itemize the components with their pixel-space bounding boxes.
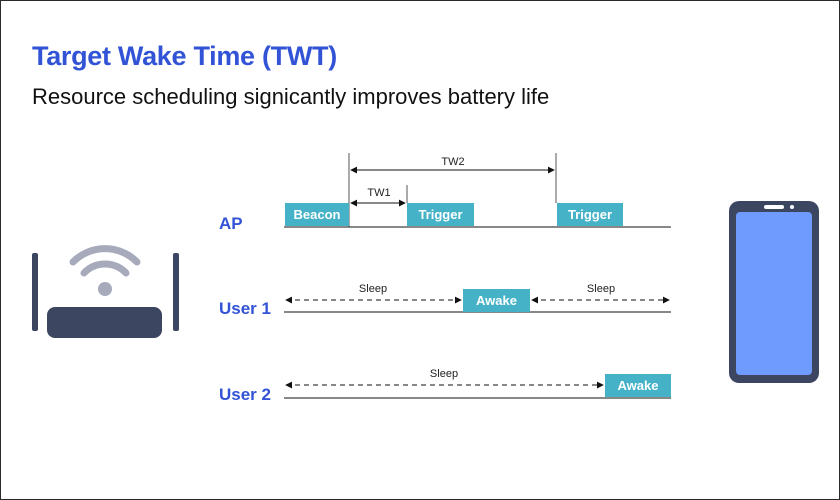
diagram-subtitle: Resource scheduling signicantly improves… bbox=[32, 84, 550, 109]
trigger-box-2: Trigger bbox=[557, 203, 623, 226]
beacon-box: Beacon bbox=[285, 203, 349, 226]
user1-sleep-left-label: Sleep bbox=[358, 283, 388, 295]
user1-sleep-right-label: Sleep bbox=[586, 283, 616, 295]
diagram-title: Target Wake Time (TWT) bbox=[32, 41, 337, 71]
wifi-router-icon bbox=[32, 245, 179, 338]
row-label-user2: User 2 bbox=[219, 385, 271, 404]
trigger-box-1: Trigger bbox=[407, 203, 474, 226]
user1-awake-box: Awake bbox=[463, 289, 530, 312]
row-label-ap: AP bbox=[219, 214, 243, 233]
smartphone-icon bbox=[729, 201, 819, 383]
user2-awake-box: Awake bbox=[605, 374, 671, 397]
row-label-user1: User 1 bbox=[219, 299, 271, 318]
tw1-label: TW1 bbox=[367, 187, 391, 199]
user2-sleep-label: Sleep bbox=[429, 368, 459, 380]
tw2-label: TW2 bbox=[441, 156, 465, 168]
